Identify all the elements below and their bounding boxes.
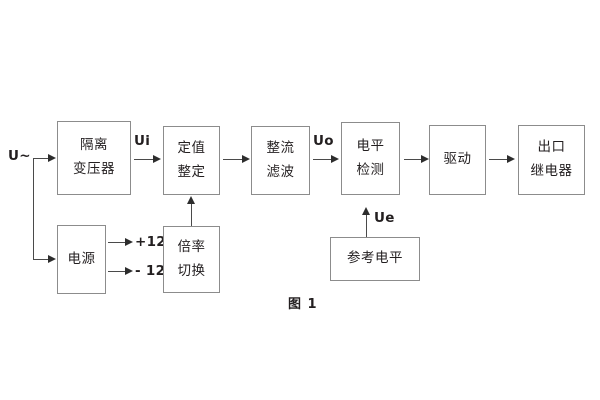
block-drive[interactable]: 驱动 [429,125,486,195]
reference-to-level-line [366,214,367,237]
drive-to-relay-arrow [507,154,515,163]
block-level-detect-line2: 检测 [356,161,385,178]
transformer-to-setting-arrow [153,154,161,163]
signal-label-ue: Ue [374,210,395,226]
block-output-relay-line1: 出口 [537,139,566,156]
block-setting-value-line2: 整定 [177,163,206,180]
block-setting-value[interactable]: 定值 整定 [163,126,220,195]
block-multiplier-switch-line2: 切换 [177,262,206,279]
multiplier-to-setting-arrow [186,196,195,204]
signal-label-uo: Uo [313,133,334,149]
figure-caption: 图 1 [288,297,318,312]
block-drive-line1: 驱动 [443,151,472,168]
rectify-to-level-line [313,159,332,160]
block-reference-level[interactable]: 参考电平 [330,237,420,281]
block-setting-value-line1: 定值 [177,139,206,156]
block-power-supply[interactable]: 电源 [57,225,106,294]
multiplier-to-setting-line [191,203,192,226]
input-bus-vertical-line [33,158,34,259]
signal-label-ui: Ui [134,133,151,149]
power-positive-line [108,242,126,243]
block-rectify-filter-line1: 整流 [266,139,295,156]
drive-to-relay-line [489,159,508,160]
block-rectify-filter-line2: 滤波 [266,163,295,180]
block-power-supply-line1: 电源 [67,250,96,267]
power-positive-arrow [125,237,133,246]
block-reference-level-line1: 参考电平 [347,250,403,267]
block-isolation-transformer-line1: 隔离 [80,137,108,154]
transformer-to-setting-line [134,159,154,160]
block-isolation-transformer-line2: 变压器 [73,161,115,177]
power-negative-line [108,271,126,272]
input-to-power-arrow [48,254,56,263]
block-multiplier-switch[interactable]: 倍率 切换 [163,226,220,293]
setting-to-rectify-arrow [242,154,250,163]
level-to-drive-line [404,159,422,160]
setting-to-rectify-line [223,159,243,160]
input-to-power-line [33,259,49,260]
level-to-drive-arrow [421,154,429,163]
input-to-transformer-arrow [48,153,56,162]
power-negative-arrow [125,266,133,275]
block-output-relay-line2: 继电器 [530,163,573,179]
block-isolation-transformer[interactable]: 隔离 变压器 [57,121,131,195]
block-rectify-filter[interactable]: 整流 滤波 [251,126,310,195]
input-source-label: U~ [8,148,31,164]
block-level-detect[interactable]: 电平 检测 [341,122,400,195]
input-to-transformer-line [33,158,49,159]
block-level-detect-line1: 电平 [356,137,385,154]
block-output-relay[interactable]: 出口 继电器 [518,125,585,195]
reference-to-level-arrow [361,207,370,215]
rectify-to-level-arrow [331,154,339,163]
block-multiplier-switch-line1: 倍率 [177,238,206,255]
